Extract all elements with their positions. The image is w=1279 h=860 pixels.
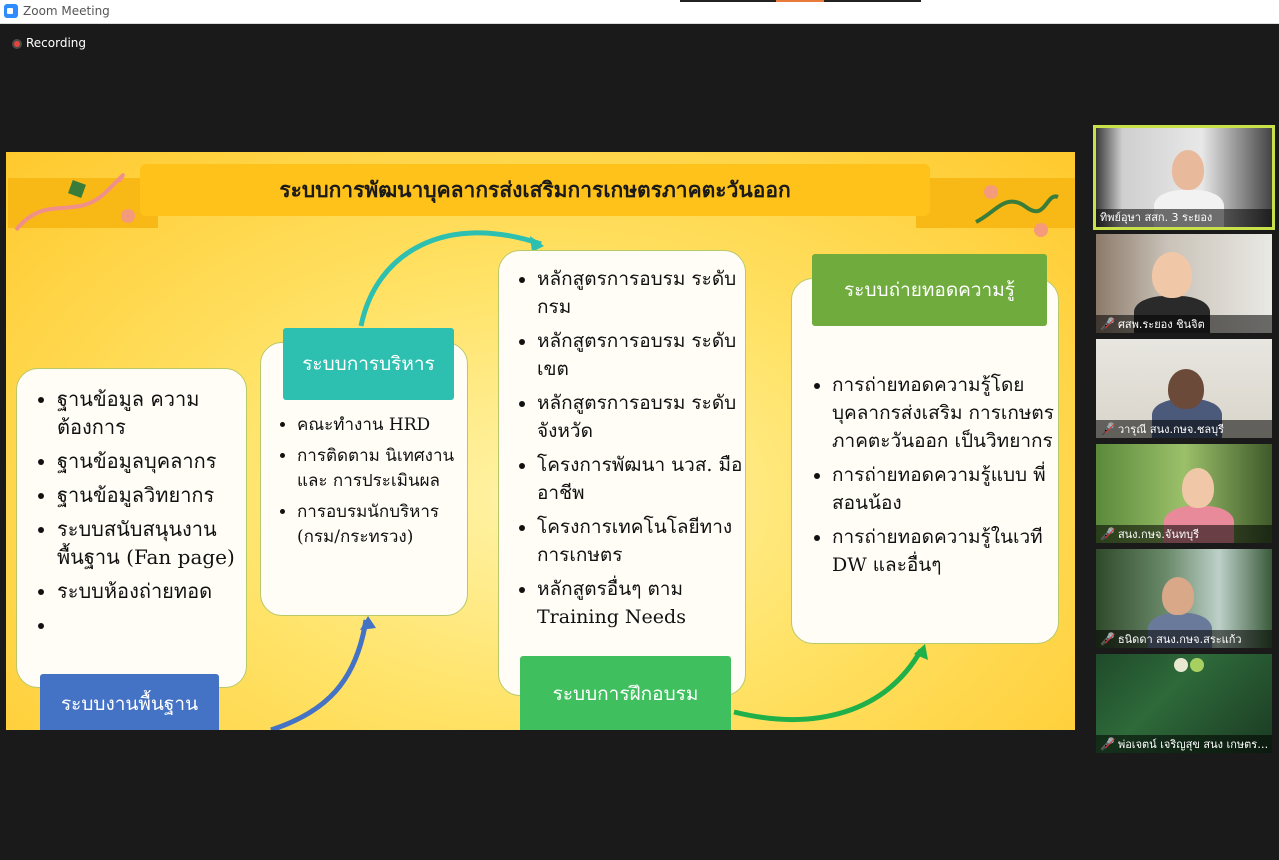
muted-mic-icon: 🎤̸	[1100, 737, 1115, 751]
participant-tile[interactable]: 🎤̸วารุณี สนง.กษจ.ชลบุรี	[1096, 339, 1272, 438]
management-item: การติดตาม นิเทศงานและ การประเมินผล	[297, 444, 467, 494]
management-item: การอบรมนักบริหาร (กรม/กระทรวง)	[297, 500, 467, 550]
participant-tile[interactable]: 🎤̸ธนิดดา สนง.กษจ.สระแก้ว	[1096, 549, 1272, 648]
participant-name: พ่อเจตน์ เจริญสุข สนง เกษตรจังหวัดระยอง	[1117, 738, 1272, 751]
basic-item: ระบบสนับสนุนงาน พื้นฐาน (Fan page)	[57, 515, 246, 571]
arrow-head-management	[530, 236, 544, 252]
training-item: หลักสูตรการอบรม ระดับกรม	[537, 265, 745, 321]
training-item: โครงการเทคโนโลยีทาง การเกษตร	[537, 513, 745, 569]
participant-name: ศสพ.ระยอง ชินจิต	[1117, 318, 1205, 331]
knowledge-item: การถ่ายทอดความรู้แบบ พี่สอนน้อง	[832, 461, 1058, 517]
participant-tile[interactable]: 🎤̸พ่อเจตน์ เจริญสุข สนง เกษตรจังหวัดระยอ…	[1096, 654, 1272, 753]
training-item: หลักสูตรการอบรม ระดับเขต	[537, 327, 745, 383]
training-system-card: หลักสูตรการอบรม ระดับกรม หลักสูตรการอบรม…	[498, 250, 746, 696]
training-item: หลักสูตรอื่นๆ ตาม Training Needs	[537, 575, 745, 631]
basic-item	[57, 611, 246, 639]
knowledge-item: การถ่ายทอดความรู้โดย บุคลากรส่งเสริม การ…	[832, 371, 1058, 455]
slide-decorations	[14, 173, 1059, 730]
knowledge-item: การถ่ายทอดความรู้ในเวที DW และอื่นๆ	[832, 523, 1058, 579]
basic-item: ฐานข้อมูล ความต้องการ	[57, 385, 246, 441]
muted-mic-icon: 🎤̸	[1100, 527, 1115, 541]
shared-screen-slide: ระบบการพัฒนาบุคลากรส่งเสริมการเกษตรภาคตะ…	[6, 152, 1075, 730]
muted-mic-icon: 🎤̸	[1100, 632, 1115, 646]
basic-system-header: ระบบงานพื้นฐาน	[40, 674, 219, 730]
decor-flower-right-1	[984, 185, 998, 199]
decor-flower-left	[121, 209, 135, 223]
participant-tile[interactable]: 🎤̸สนง.กษจ.จันทบุรี	[1096, 444, 1272, 543]
participant-tile[interactable]: ทิพย์อุษา สสก. 3 ระยอง	[1093, 125, 1275, 230]
arrow-head-basic	[360, 616, 376, 630]
knowledge-transfer-card: การถ่ายทอดความรู้โดย บุคลากรส่งเสริม การ…	[791, 278, 1059, 644]
management-item: คณะทำงาน HRD	[297, 413, 467, 438]
title-bar: Zoom Meeting	[0, 0, 1279, 24]
participant-name: ธนิดดา สนง.กษจ.สระแก้ว	[1117, 633, 1242, 646]
participant-name: ทิพย์อุษา สสก. 3 ระยอง	[1100, 211, 1213, 224]
zoom-app-icon	[4, 4, 18, 18]
muted-mic-icon: 🎤̸	[1100, 317, 1115, 331]
muted-mic-icon: 🎤̸	[1100, 422, 1115, 436]
basic-item: ระบบห้องถ่ายทอด	[57, 577, 246, 605]
arrow-basic-to-management	[270, 619, 369, 730]
participant-tile[interactable]: 🎤̸ศสพ.ระยอง ชินจิต	[1096, 234, 1272, 333]
recording-indicator[interactable]: Recording	[12, 36, 86, 50]
training-item: โครงการพัฒนา นวส. มืออาชีพ	[537, 451, 745, 507]
participant-name: วารุณี สนง.กษจ.ชลบุรี	[1117, 423, 1224, 436]
management-system-header: ระบบการบริหาร	[283, 328, 454, 400]
participant-name: สนง.กษจ.จันทบุรี	[1117, 528, 1200, 541]
meeting-topbar-handle[interactable]	[680, 0, 921, 2]
training-system-header: ระบบการฝึกอบรม	[520, 656, 731, 730]
basic-system-card: ฐานข้อมูล ความต้องการ ฐานข้อมูลบุคลากร ฐ…	[16, 368, 247, 688]
record-icon	[12, 39, 22, 49]
basic-item: ฐานข้อมูลบุคลากร	[57, 447, 246, 475]
decor-flower-right-2	[1034, 223, 1048, 237]
training-item: หลักสูตรการอบรม ระดับจังหวัด	[537, 389, 745, 445]
window-title: Zoom Meeting	[23, 4, 110, 18]
decor-leaf-left	[68, 180, 86, 198]
knowledge-transfer-header: ระบบถ่ายทอดความรู้	[812, 254, 1047, 326]
title-banner	[140, 164, 930, 216]
decor-squiggle-left	[14, 173, 125, 232]
decor-squiggle-right	[975, 194, 1059, 224]
arrow-management-to-training	[358, 230, 542, 327]
arrow-training-to-knowledge	[733, 648, 924, 722]
basic-item: ฐานข้อมูลวิทยากร	[57, 481, 246, 509]
arrow-head-training	[914, 644, 928, 660]
slide-title: ระบบการพัฒนาบุคลากรส่งเสริมการเกษตรภาคตะ…	[279, 178, 791, 202]
recording-label: Recording	[26, 36, 87, 50]
